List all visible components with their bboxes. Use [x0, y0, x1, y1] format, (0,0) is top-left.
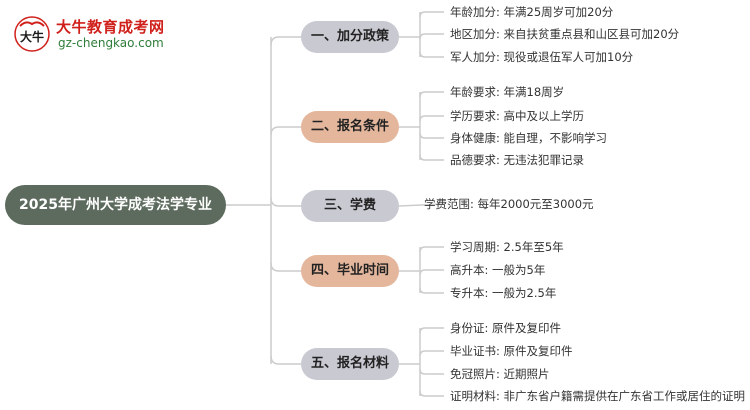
leaf-connector [419, 91, 444, 98]
leaf-item: 军人加分: 现役或退伍军人可加10分 [450, 50, 634, 64]
bull-logo-icon: 大牛 [14, 16, 50, 52]
leaf-connector [419, 327, 444, 334]
leaf-item: 专升本: 一般为2.5年 [450, 286, 557, 300]
leaf-connector [398, 203, 445, 207]
category-node: 一、加分政策 [301, 21, 399, 53]
leaf-connector [419, 51, 444, 58]
category-node: 二、报名条件 [301, 111, 399, 143]
leaf-connector [419, 11, 444, 18]
category-connector [270, 355, 301, 365]
leaf-connector [419, 154, 444, 161]
leaf-item: 身份证: 原件及复印件 [450, 321, 562, 335]
leaf-item: 证明材料: 非广东省户籍需提供在广东省工作或居住的证明 [450, 389, 746, 403]
category-connector [270, 197, 301, 207]
root-topic: 2025年广州大学成考法学专业 [5, 185, 226, 225]
leaf-connector [419, 368, 444, 375]
leaf-connector [419, 390, 444, 397]
leaf-item: 年龄要求: 年满18周岁 [450, 85, 565, 99]
leaf-item: 学习周期: 2.5年至5年 [450, 240, 564, 254]
leaf-connector [419, 350, 444, 357]
leaf-item: 毕业证书: 原件及复印件 [450, 344, 573, 358]
leaf-connector [419, 246, 444, 253]
leaf-connector [419, 33, 444, 40]
leaf-item: 身体健康: 能自理，不影响学习 [450, 131, 608, 145]
category-node: 四、毕业时间 [301, 255, 399, 287]
leaf-item: 地区加分: 来自扶贫重点县和山区县可加20分 [450, 27, 680, 41]
category-connector [270, 262, 301, 272]
category-connector [270, 36, 301, 46]
leaf-connector [419, 132, 444, 139]
svg-text:大牛: 大牛 [20, 29, 44, 44]
leaf-item: 品德要求: 无违法犯罪记录 [450, 153, 585, 167]
leaf-item: 学费范围: 每年2000元至3000元 [424, 197, 594, 211]
site-logo[interactable]: 大牛 大牛教育成考网 gz-chengkao.com [14, 14, 164, 54]
category-node: 五、报名材料 [301, 348, 399, 380]
leaf-item: 免冠照片: 近期照片 [450, 367, 550, 381]
leaf-item: 高升本: 一般为5年 [450, 263, 546, 277]
leaf-connector [419, 287, 444, 294]
category-connector [270, 126, 301, 136]
logo-url: gz-chengkao.com [58, 36, 164, 50]
leaf-item: 年龄加分: 年满25周岁可加20分 [450, 5, 614, 19]
leaf-connector [419, 269, 444, 276]
logo-title: 大牛教育成考网 [56, 18, 165, 36]
category-node: 三、学费 [301, 190, 399, 222]
leaf-item: 学历要求: 高中及以上学历 [450, 109, 585, 123]
leaf-connector [419, 115, 444, 122]
